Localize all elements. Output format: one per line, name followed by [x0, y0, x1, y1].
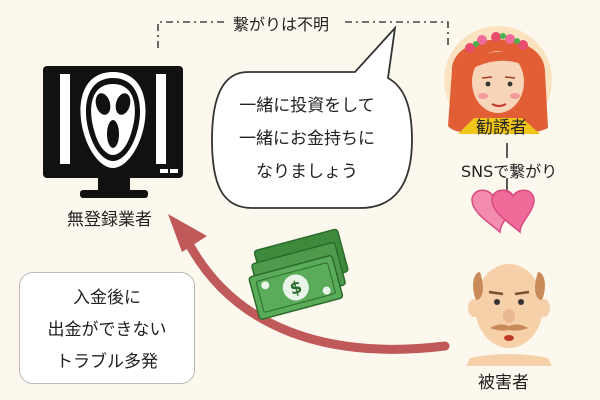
actor-recruiter-label: 勧誘者: [476, 118, 527, 138]
money-stack-icon: $: [248, 228, 349, 320]
trouble-note-box: [19, 272, 195, 384]
relation-unknown-label: 繋がりは不明: [230, 11, 333, 35]
scream-mask-monitor-icon: [43, 66, 183, 198]
speech-line: なりましょう: [256, 162, 358, 182]
speech-line: 一緒にお金持ちに: [239, 129, 375, 149]
trouble-note-text: 入金後に 出金ができない トラブル多発: [19, 282, 195, 378]
actor-victim-label: 被害者: [478, 373, 529, 393]
speech-bubble-text: 一緒に投資をして 一緒にお金持ちに なりましょう: [222, 90, 392, 189]
speech-bubble: [211, 25, 413, 209]
flow-arrow-icon: [168, 214, 450, 354]
hearts-icon: [471, 189, 535, 234]
svg-text:$: $: [288, 277, 305, 299]
speech-line: 一緒に投資をして: [239, 96, 375, 116]
trouble-line: 出金ができない: [47, 320, 167, 340]
relation-sns-label: SNSで繋がり: [461, 162, 558, 181]
recruiter-woman-icon: [444, 26, 552, 134]
victim-man-icon: [466, 264, 552, 366]
trouble-line: トラブル多発: [56, 352, 158, 372]
unknown-connection-line: [157, 21, 449, 48]
trouble-line: 入金後に: [73, 288, 141, 308]
actor-unregistered-label: 無登録業者: [67, 210, 152, 230]
